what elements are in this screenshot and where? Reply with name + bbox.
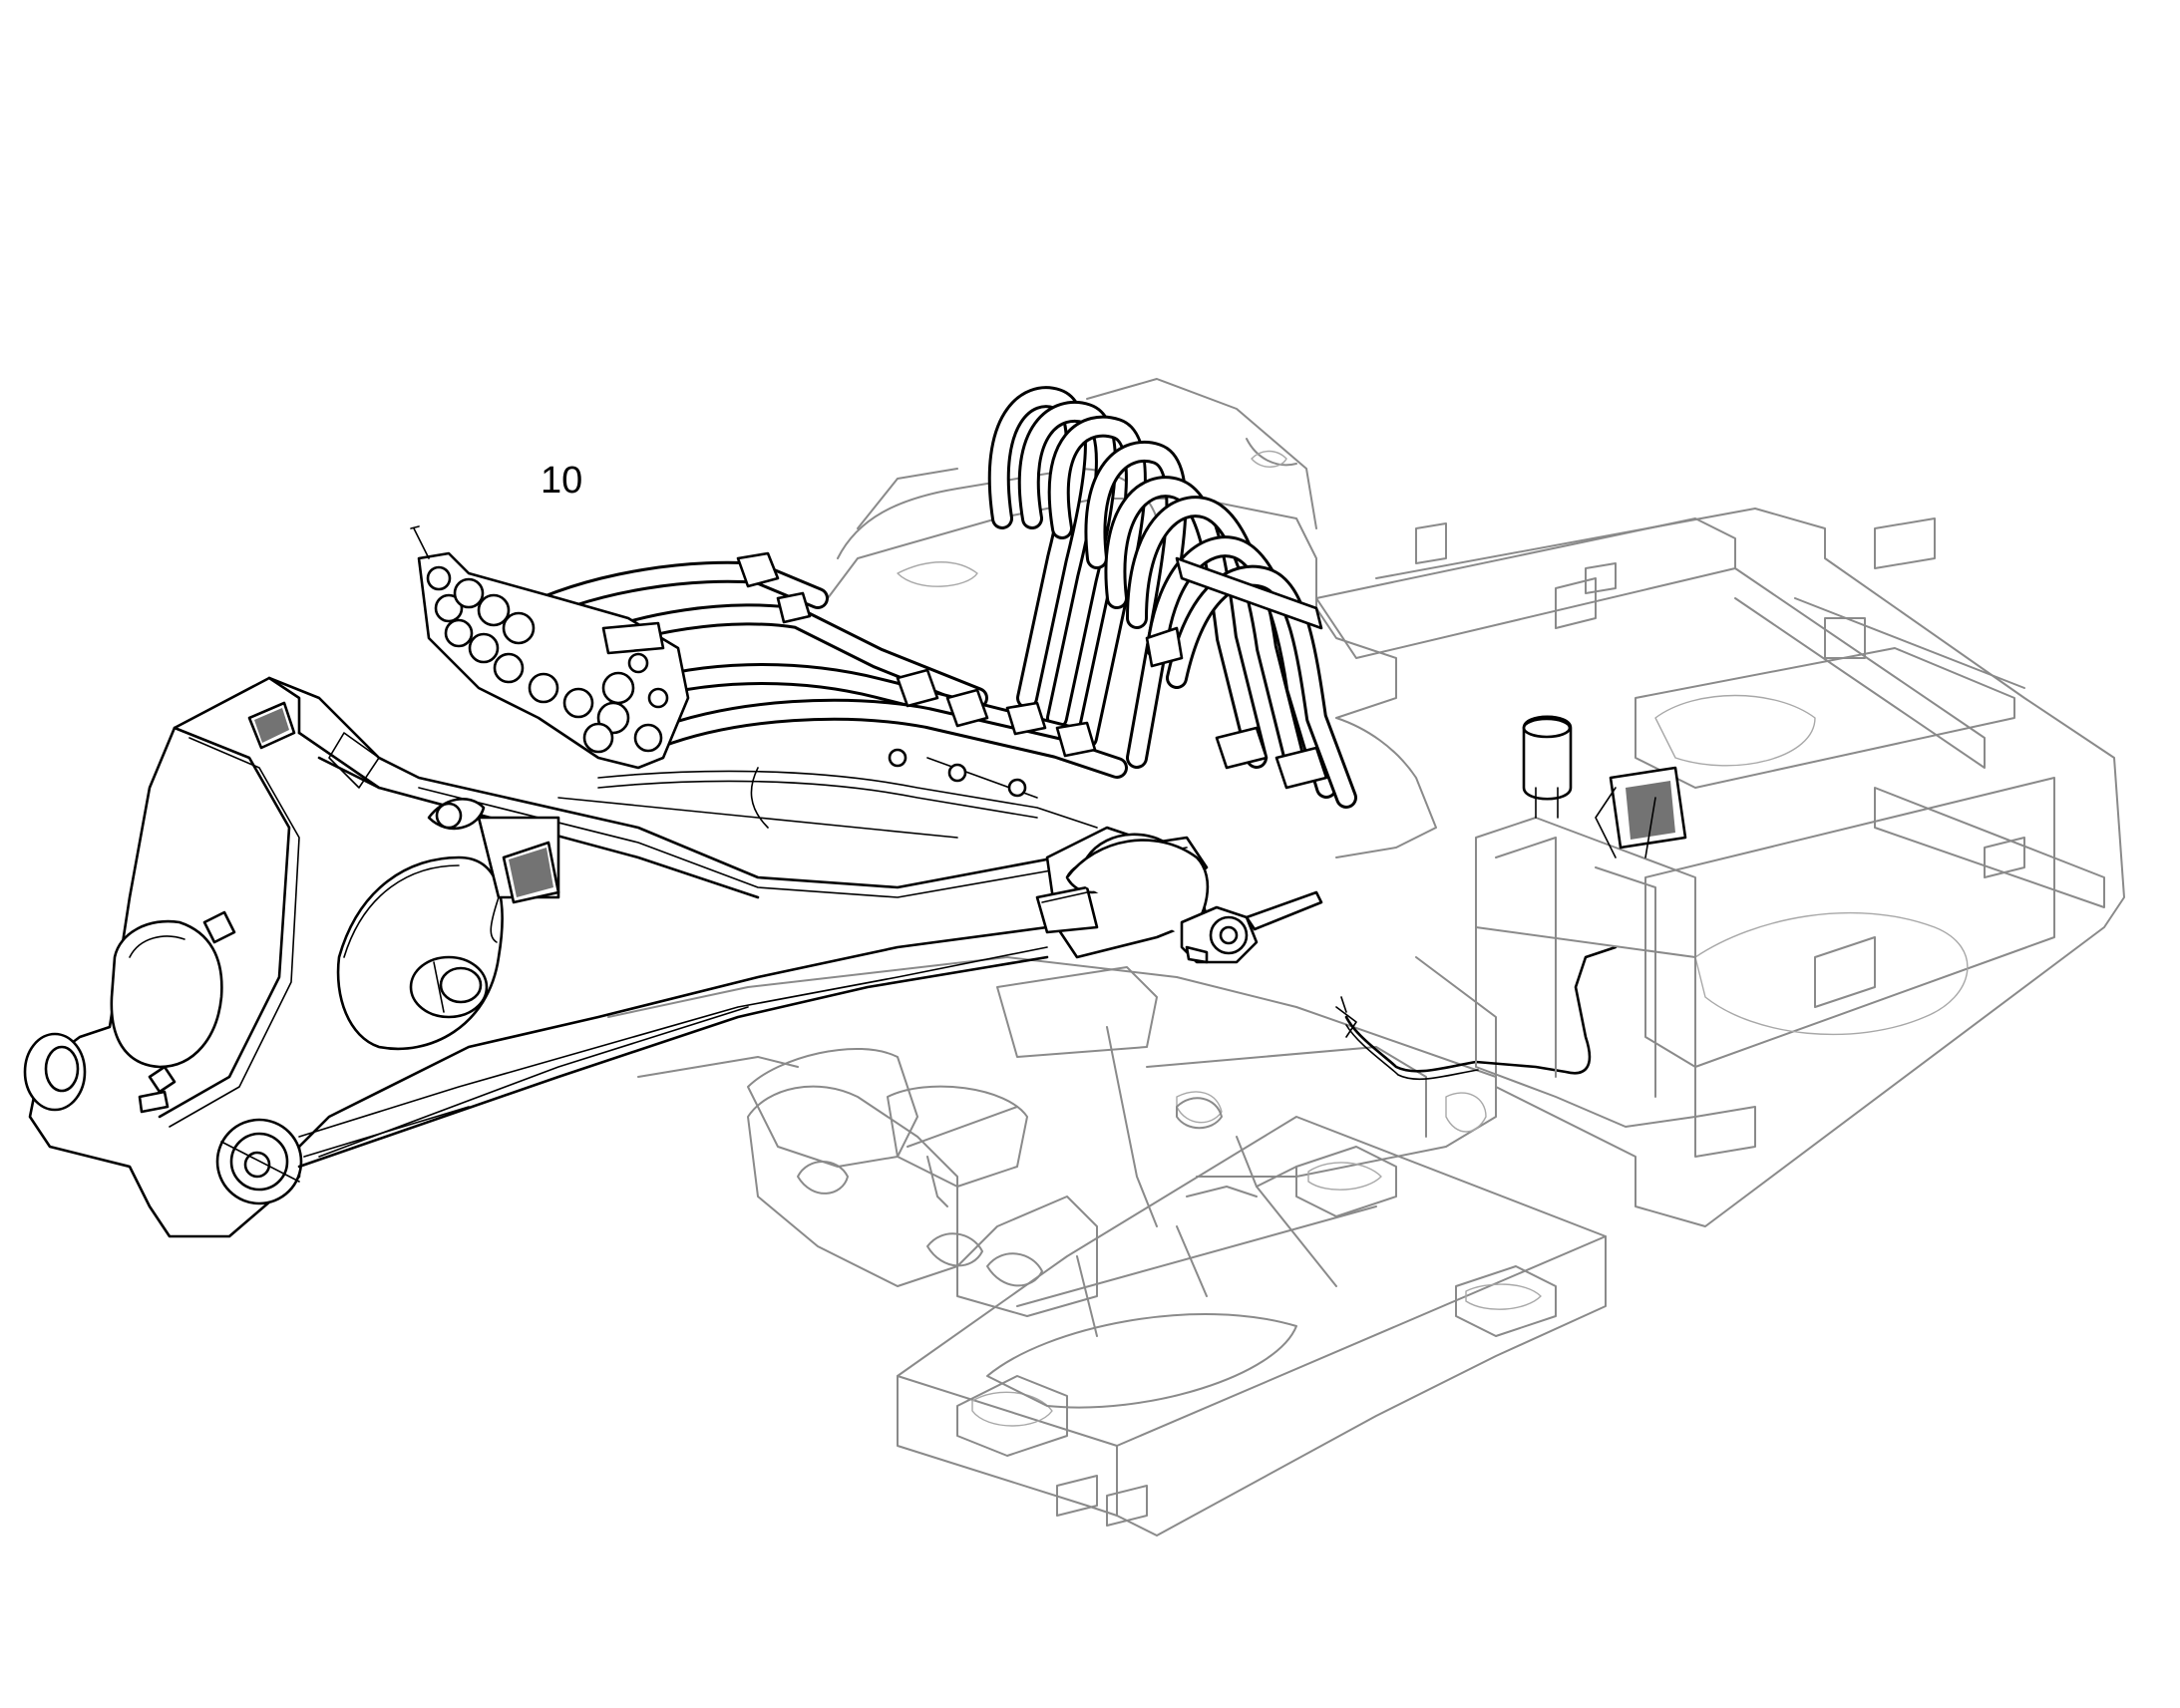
boom-assembly [23,676,1209,1238]
anti-slip-plate-2 [477,816,560,904]
hydraulic-hose-bundle [987,386,1357,809]
hydraulic-manifold-plate [410,525,812,770]
callout-label: 10 [541,460,583,502]
line-fittings [888,668,1328,798]
anti-slip-plate-1 [247,701,296,750]
pilot-valve-block [1180,890,1323,964]
pump-tank-assembly [1475,715,1696,1128]
electrical-harness [1335,945,1618,1081]
boom-foot-mount [1035,826,1210,959]
